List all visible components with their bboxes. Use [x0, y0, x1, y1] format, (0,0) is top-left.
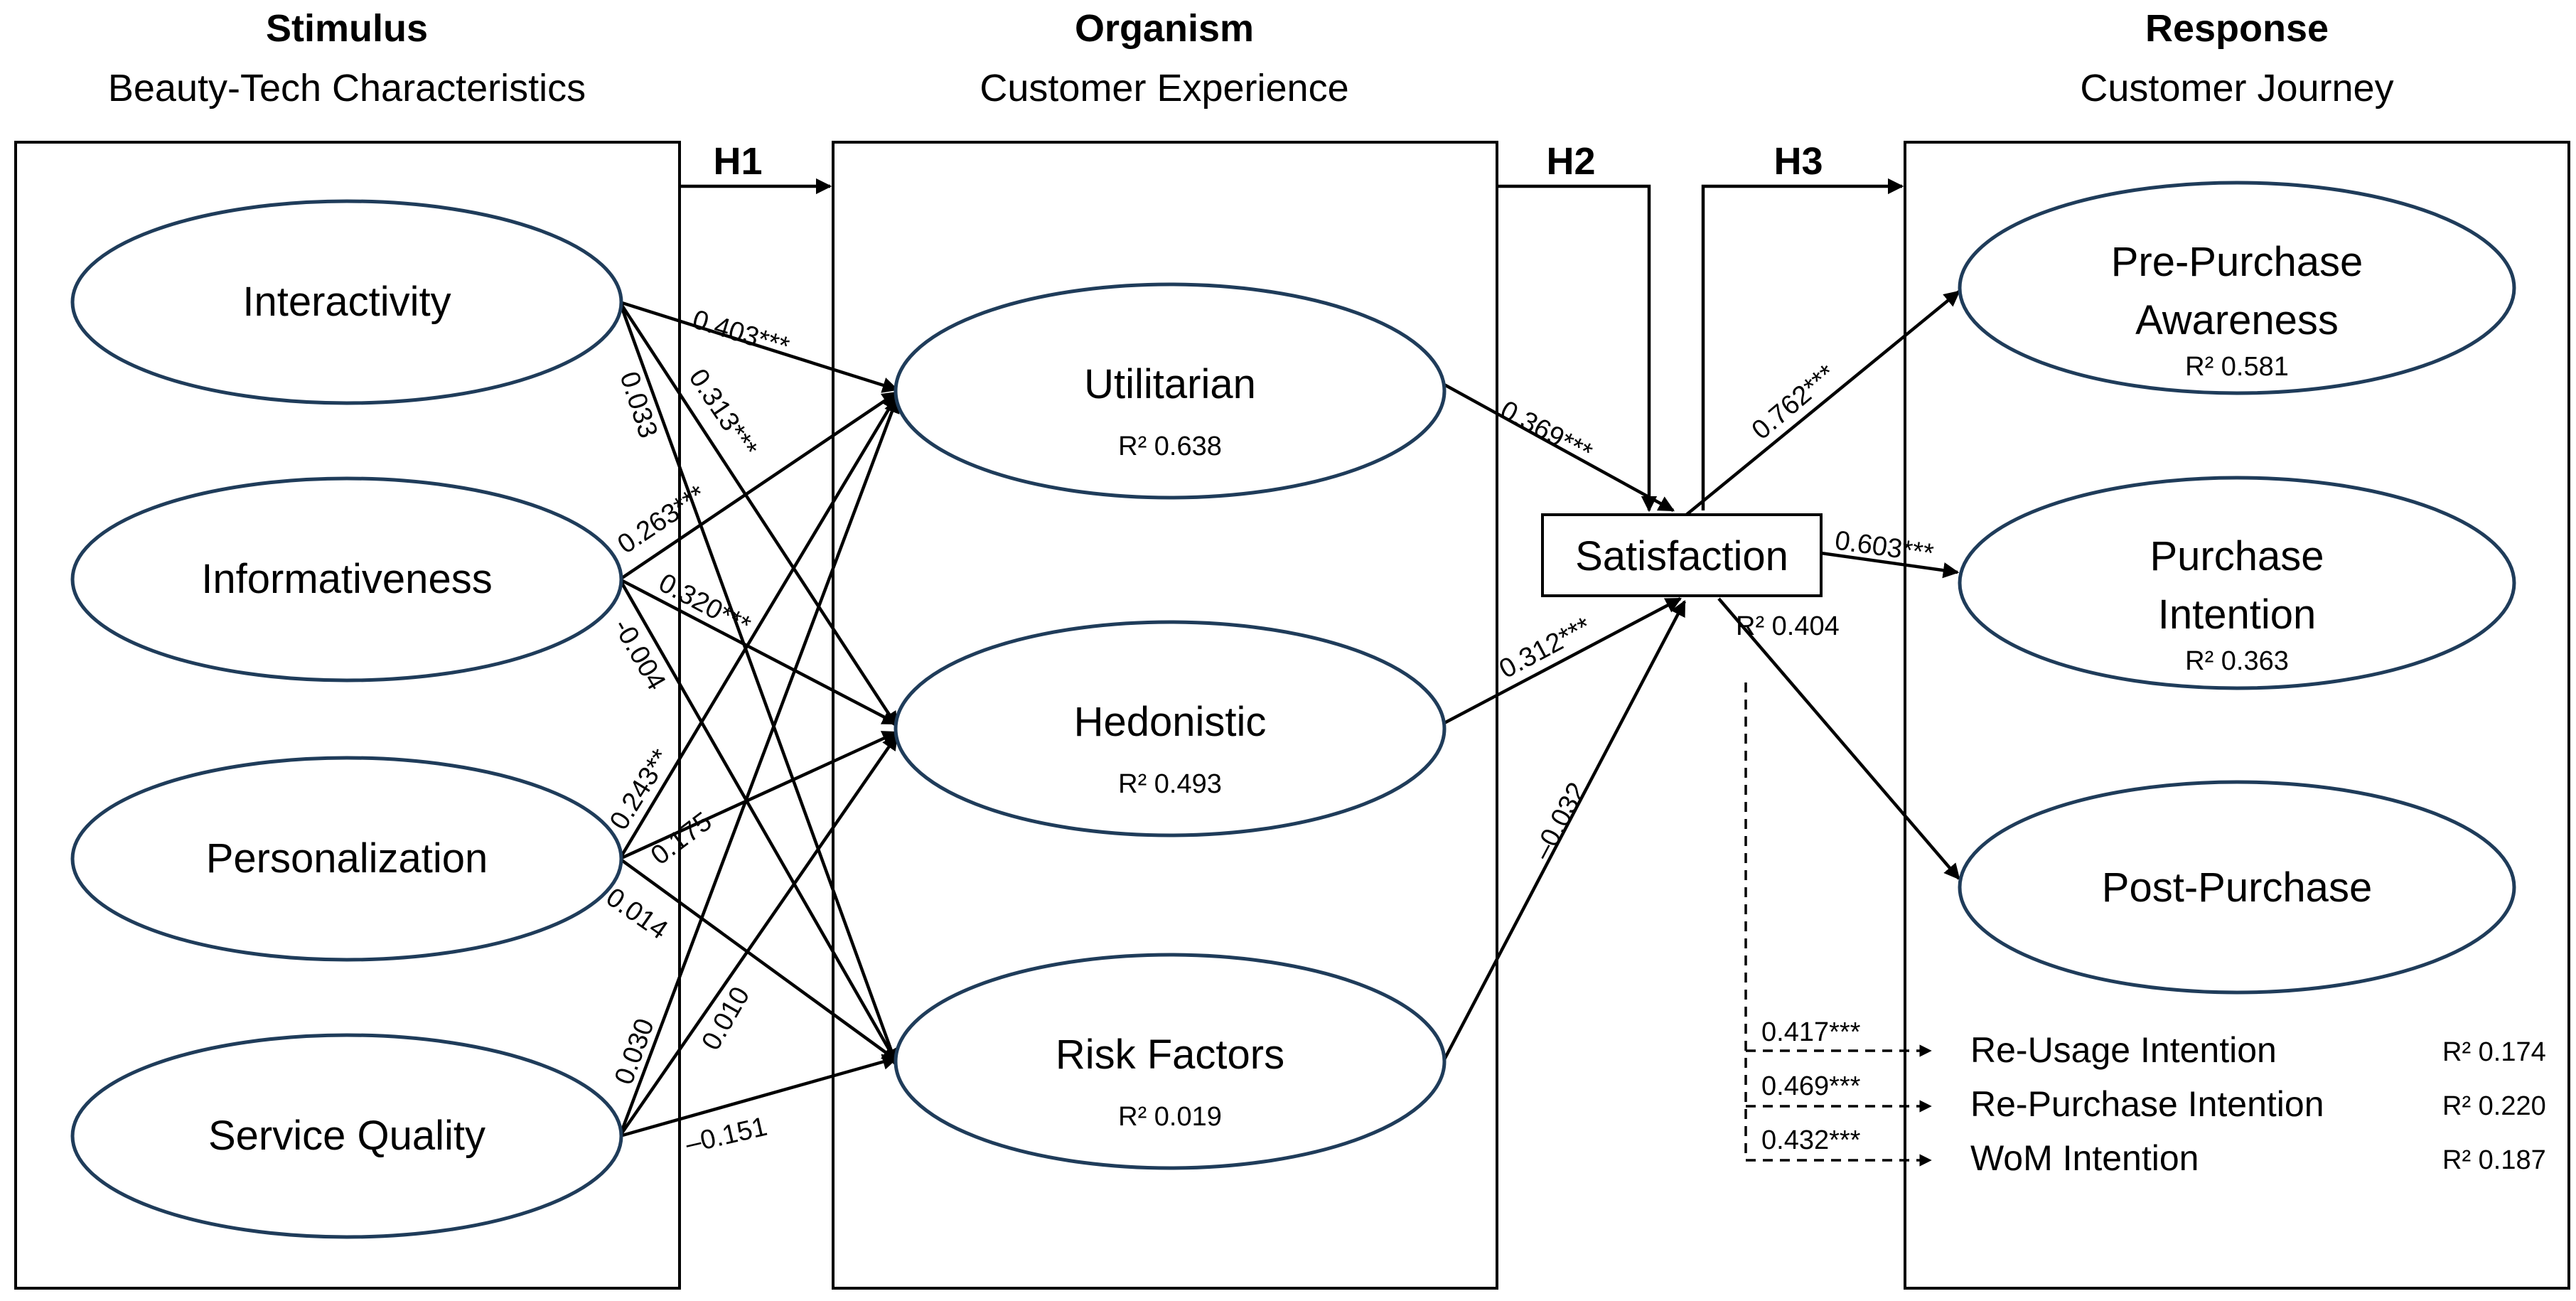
path-servicequality-utilitarian — [618, 396, 900, 1137]
coef-servicequality-risk: –0.151 — [683, 1112, 771, 1160]
response-subtitle: Customer Journey — [2080, 67, 2393, 109]
coef-risk-satisfaction: –0.032 — [1528, 778, 1593, 864]
h2-arrow — [1497, 184, 1658, 513]
path-informativeness-utilitarian — [618, 391, 898, 581]
coef-interactivity-hedonistic: 0.313*** — [683, 364, 763, 463]
outcome-reusage: 0.417*** Re-Usage Intention R² 0.174 — [1761, 1017, 2546, 1070]
svg-text:R² 0.019: R² 0.019 — [1118, 1102, 1222, 1132]
h1-label: H1 — [713, 140, 762, 183]
coef-satisfaction-prepurchase: 0.762*** — [1746, 359, 1842, 446]
svg-text:Post-Purchase: Post-Purchase — [2102, 864, 2372, 911]
h3-arrow — [1701, 178, 1904, 510]
path-hedonistic-satisfaction — [1442, 597, 1682, 725]
path-informativeness-hedonistic — [618, 578, 898, 725]
svg-text:Intention: Intention — [2158, 591, 2317, 638]
svg-text:R² 0.363: R² 0.363 — [2185, 646, 2289, 676]
svg-text:R² 0.638: R² 0.638 — [1118, 432, 1222, 461]
coef-utilitarian-satisfaction: 0.369*** — [1496, 395, 1597, 469]
stimulus-box — [14, 141, 681, 1290]
path-interactivity-utilitarian — [619, 300, 899, 393]
response-node-postpurchase: Post-Purchase — [1958, 780, 2516, 995]
organism-node-utilitarian: Utilitarian R² 0.638 — [893, 282, 1447, 500]
path-satisfaction-postpurchase — [1717, 597, 1960, 880]
coef-interactivity-utilitarian: 0.403*** — [689, 304, 793, 362]
path-servicequality-risk — [619, 1054, 899, 1138]
stimulus-node-interactivity: Interactivity — [70, 199, 623, 405]
response-box — [1904, 141, 2570, 1290]
svg-text:R² 0.187: R² 0.187 — [2442, 1145, 2546, 1175]
path-interactivity-hedonistic — [618, 301, 898, 728]
stimulus-node-servicequality: Service Quality — [70, 1033, 623, 1239]
svg-text:0.432***: 0.432*** — [1761, 1125, 1861, 1155]
coef-informativeness-utilitarian: 0.263*** — [613, 480, 712, 560]
path-informativeness-risk — [618, 578, 898, 1065]
post-purchase-dashed-paths — [1744, 682, 1932, 1167]
svg-text:Re-Purchase Intention: Re-Purchase Intention — [1970, 1084, 2324, 1124]
svg-text:0.469***: 0.469*** — [1761, 1071, 1861, 1101]
svg-text:R² 0.174: R² 0.174 — [2442, 1037, 2546, 1067]
path-personalization-utilitarian — [618, 394, 898, 860]
coef-hedonistic-satisfaction: 0.312*** — [1495, 611, 1596, 685]
response-title: Response — [2145, 7, 2329, 50]
svg-text:Re-Usage Intention: Re-Usage Intention — [1970, 1030, 2277, 1070]
coef-servicequality-hedonistic: 0.010 — [696, 982, 756, 1055]
stimulus-title: Stimulus — [266, 7, 428, 50]
svg-text:0.417***: 0.417*** — [1761, 1017, 1861, 1047]
response-node-prepurchase: Pre-Purchase Awareness R² 0.581 — [1958, 181, 2516, 395]
stimulus-subtitle: Beauty-Tech Characteristics — [108, 67, 586, 109]
svg-text:Purchase: Purchase — [2150, 533, 2324, 579]
svg-text:Pre-Purchase: Pre-Purchase — [2111, 239, 2363, 285]
path-personalization-risk — [618, 857, 898, 1062]
path-utilitarian-satisfaction — [1442, 382, 1675, 512]
h2-label: H2 — [1546, 140, 1595, 183]
satisfaction-response-paths — [1683, 290, 1960, 880]
organism-node-risk: Risk Factors R² 0.019 — [893, 953, 1447, 1170]
svg-text:Informativeness: Informativeness — [201, 556, 492, 602]
path-satisfaction-prepurchase — [1683, 290, 1960, 518]
stimulus-node-informativeness: Informativeness — [70, 476, 623, 682]
satisfaction-node: Satisfaction R² 0.404 — [1541, 513, 1840, 641]
organism-satisfaction-paths — [1442, 382, 1686, 1064]
svg-text:Interactivity: Interactivity — [242, 279, 451, 325]
coef-personalization-hedonistic: 0.175 — [645, 806, 717, 871]
path-interactivity-risk — [618, 301, 900, 1069]
svg-text:R² 0.220: R² 0.220 — [2442, 1091, 2546, 1121]
coef-personalization-risk: 0.014 — [601, 882, 673, 946]
svg-text:Service Quality: Service Quality — [208, 1113, 485, 1159]
path-servicequality-hedonistic — [618, 734, 898, 1137]
path-risk-satisfaction — [1442, 600, 1686, 1064]
svg-text:Risk Factors: Risk Factors — [1056, 1032, 1284, 1078]
svg-text:R² 0.493: R² 0.493 — [1118, 769, 1222, 799]
h3-label: H3 — [1773, 140, 1823, 183]
path-personalization-hedonistic — [619, 730, 899, 861]
svg-text:R² 0.581: R² 0.581 — [2185, 352, 2289, 382]
outcome-wom: 0.432*** WoM Intention R² 0.187 — [1761, 1125, 2546, 1178]
svg-text:Awareness: Awareness — [2135, 297, 2339, 343]
organism-title: Organism — [1075, 7, 1254, 50]
stimulus-organism-paths — [618, 300, 900, 1138]
svg-text:Personalization: Personalization — [206, 835, 488, 882]
svg-text:Hedonistic: Hedonistic — [1074, 699, 1267, 745]
svg-text:WoM Intention: WoM Intention — [1970, 1138, 2199, 1178]
svg-text:Utilitarian: Utilitarian — [1084, 361, 1256, 407]
organism-node-hedonistic: Hedonistic R² 0.493 — [893, 620, 1447, 837]
response-node-purchase: Purchase Intention R² 0.363 — [1958, 476, 2516, 690]
satisfaction-r2: R² 0.404 — [1736, 611, 1840, 641]
outcome-repurchase: 0.469*** Re-Purchase Intention R² 0.220 — [1761, 1071, 2546, 1124]
stimulus-node-personalization: Personalization — [70, 756, 623, 962]
organism-box — [832, 141, 1498, 1290]
svg-text:Satisfaction: Satisfaction — [1575, 533, 1788, 579]
path-satisfaction-purchase — [1820, 551, 1960, 579]
organism-subtitle: Customer Experience — [980, 67, 1348, 109]
